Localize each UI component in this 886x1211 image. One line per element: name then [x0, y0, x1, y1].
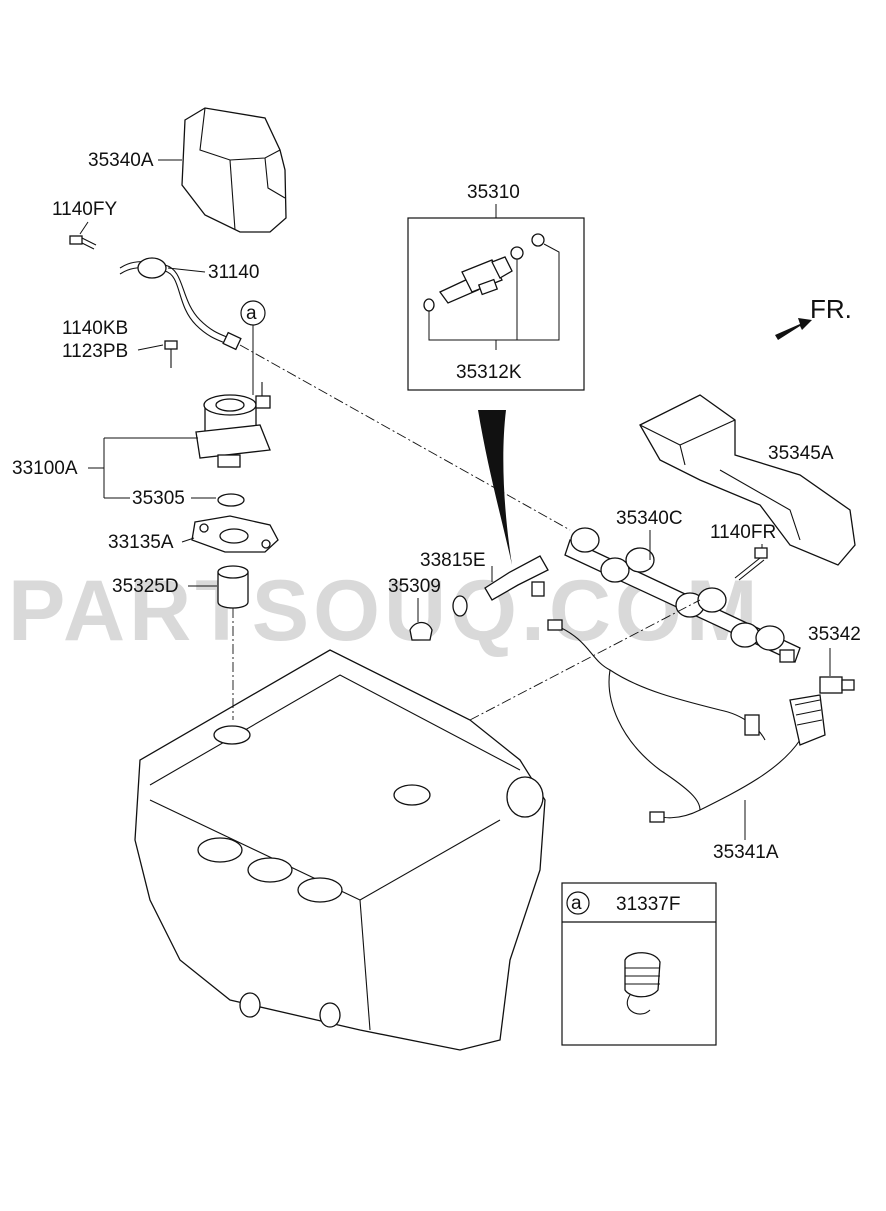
clip-part[interactable] [409, 621, 433, 641]
front-arrow-icon [775, 318, 812, 340]
rail-cover-part[interactable] [639, 394, 856, 566]
fuel-rail-part[interactable] [564, 527, 801, 663]
fuel-injector-part[interactable] [439, 256, 513, 304]
direction-label: FR. [810, 294, 852, 324]
label-35325d: 35325D [112, 576, 179, 597]
label-31140: 31140 [208, 262, 259, 283]
label-35340a: 35340A [88, 150, 154, 171]
bolt-1123pb-part[interactable] [164, 340, 178, 368]
label-1123pb: 1123PB [62, 341, 128, 362]
label-35309: 35309 [388, 576, 441, 597]
inset-box-31337f [561, 882, 717, 1046]
label-33135a: 33135A [108, 532, 174, 553]
clip-31337f-part[interactable] [624, 952, 661, 1015]
inset-callout-marker [566, 891, 590, 915]
label-35310: 35310 [467, 182, 520, 203]
engine-cover-part[interactable] [181, 107, 287, 233]
label-35305: 35305 [132, 488, 185, 509]
bolt-1140fr-part[interactable] [734, 547, 768, 581]
fuel-pipe-part[interactable] [119, 257, 242, 351]
label-35340c: 35340C [616, 508, 683, 529]
label-35312k: 35312K [456, 362, 522, 383]
engine-block-part[interactable] [134, 649, 546, 1051]
assembly-line [239, 344, 571, 531]
wiring-harness-part[interactable] [547, 619, 826, 823]
assembly-line [469, 599, 701, 721]
gasket-33135a-part[interactable] [191, 515, 279, 553]
seal-kit-35312k-part[interactable] [423, 233, 545, 312]
label-1140fr: 1140FR [710, 522, 776, 543]
o-ring-35309-part[interactable] [452, 595, 468, 617]
inset-callout-letter: a [571, 893, 582, 914]
label-33100a: 33100A [12, 458, 78, 479]
high-pressure-pump-part[interactable] [195, 382, 271, 468]
bolt-1140fy-part[interactable] [69, 235, 97, 250]
injector-33815e-part[interactable] [484, 555, 549, 601]
label-35341a: 35341A [713, 842, 779, 863]
label-1140kb: 1140KB [62, 318, 128, 339]
o-ring-35305-part[interactable] [217, 493, 245, 507]
label-1140fy: 1140FY [52, 199, 117, 220]
label-35342: 35342 [808, 624, 861, 645]
callout-a-letter: a [246, 303, 257, 324]
label-35345a: 35345A [768, 443, 834, 464]
pressure-sensor-part[interactable] [819, 676, 855, 694]
label-33815e: 33815E [420, 550, 486, 571]
lifter-35325d-part[interactable] [217, 565, 249, 609]
label-31337f: 31337F [616, 894, 680, 915]
